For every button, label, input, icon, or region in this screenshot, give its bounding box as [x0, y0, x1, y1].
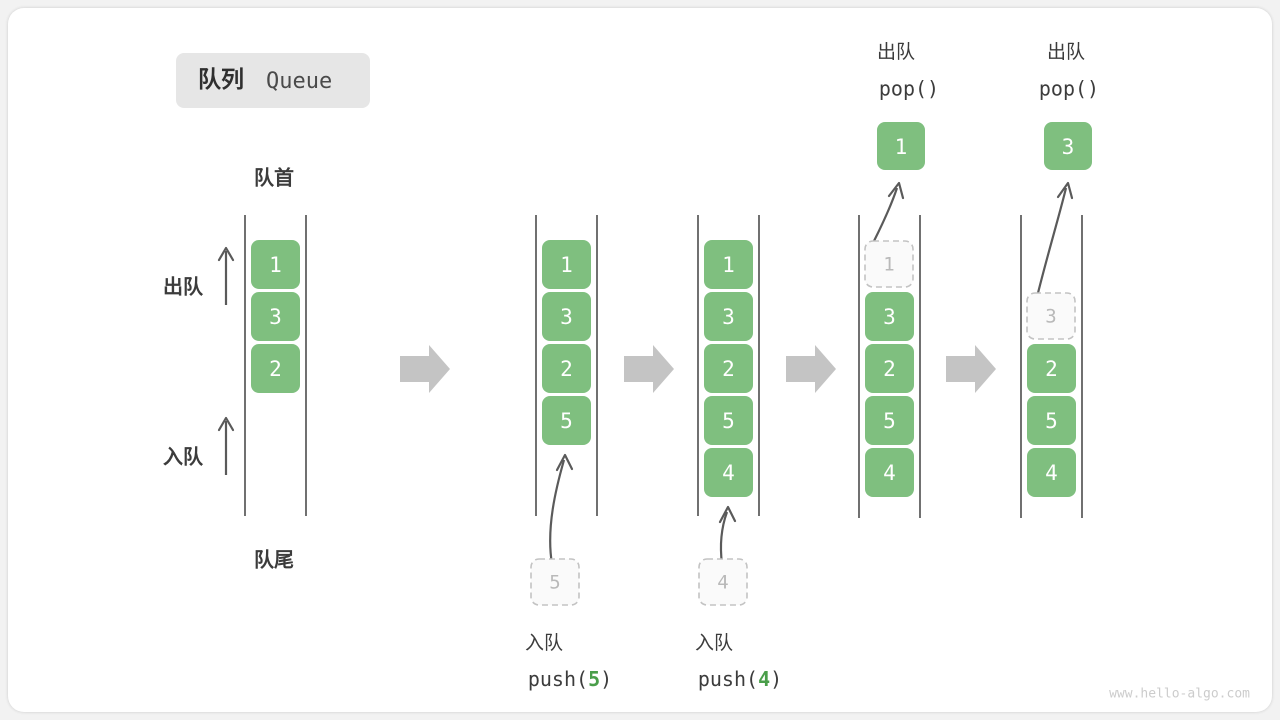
title-en: Queue: [266, 69, 332, 94]
queue-cell: 3: [251, 292, 300, 341]
queue-front-label: 队首: [254, 165, 294, 189]
queue-column-2: 1 3 2 5: [525, 215, 612, 691]
title-cn: 队列: [198, 66, 244, 92]
queue-cell-value: 3: [883, 305, 896, 329]
queue-column-5: 出队 pop() 3 3 2: [1020, 41, 1099, 518]
queue-cell: 3: [704, 292, 753, 341]
popped-cell-value: 1: [895, 135, 908, 159]
queue-cell-value: 2: [883, 357, 896, 381]
queue-cell: 3: [542, 292, 591, 341]
queue-cell: 1: [251, 240, 300, 289]
queue-cell-value: 1: [722, 253, 735, 277]
queue-rear-label: 队尾: [254, 547, 294, 571]
step-arrow-icon: [400, 345, 450, 393]
queue-cell-value: 3: [560, 305, 573, 329]
queue-cell: 2: [1027, 344, 1076, 393]
queue-cell: 2: [865, 344, 914, 393]
op-label-cn: 入队: [525, 632, 563, 654]
enqueue-label: 入队: [163, 444, 204, 468]
ghost-cell-value: 4: [717, 572, 728, 594]
queue-cell-value: 2: [1045, 357, 1058, 381]
queue-cell: 1: [542, 240, 591, 289]
op-push-value: 4: [758, 667, 770, 691]
ghost-cell-value: 5: [549, 572, 560, 594]
ghost-cell: 3: [1026, 292, 1076, 340]
dequeue-label-group: 出队: [163, 246, 235, 305]
queue-cell-value: 5: [883, 409, 896, 433]
queue-cell-value: 2: [269, 357, 282, 381]
push-arrow-icon: [549, 453, 574, 565]
op-label-cn: 出队: [877, 41, 915, 63]
enqueue-up-arrow-icon: [217, 416, 235, 475]
queue-column-3: 1 3 2 5 4: [695, 215, 782, 691]
op-pop-1-caption: 出队 pop(): [877, 41, 939, 100]
queue-cell-value: 3: [269, 305, 282, 329]
queue-diagram: 队列 Queue 队首 队尾 出队 入队: [163, 41, 1250, 702]
queue-cell-value: 5: [560, 409, 573, 433]
queue-cell-value: 3: [722, 305, 735, 329]
step-arrow-icon: [786, 345, 836, 393]
op-pop-3-caption: 出队 pop(): [1039, 41, 1099, 100]
ghost-cell-value: 3: [1045, 306, 1056, 328]
op-push-5-caption: 入队 push(5): [525, 632, 612, 690]
queue-cell: 1: [704, 240, 753, 289]
op-push-value: 5: [588, 667, 600, 691]
queue-cell: 2: [542, 344, 591, 393]
step-arrow-icon: [946, 345, 996, 393]
ghost-cell: 1: [864, 240, 914, 288]
queue-cell-value: 4: [722, 461, 735, 485]
queue-cell-value: 2: [722, 357, 735, 381]
enqueue-label-group: 入队: [163, 416, 235, 475]
popped-cell: 3: [1044, 122, 1092, 170]
dequeue-up-arrow-icon: [217, 246, 235, 305]
queue-column-4: 出队 pop() 1 1: [858, 41, 939, 518]
op-label-code: push(4): [698, 667, 782, 691]
step-arrow-icon: [624, 345, 674, 393]
op-label-code: pop(): [879, 77, 939, 101]
pop-arrow-icon: [1036, 181, 1074, 294]
op-label-code: push(5): [528, 667, 612, 691]
queue-cell-new: 4: [704, 448, 753, 497]
op-label-cn: 入队: [695, 632, 733, 654]
queue-cell-value: 1: [560, 253, 573, 277]
diagram-frame: 队列 Queue 队首 队尾 出队 入队: [8, 8, 1272, 712]
title-chip: 队列 Queue: [176, 53, 370, 108]
ghost-cell: 4: [698, 558, 748, 606]
queue-cell: 3: [865, 292, 914, 341]
queue-cell: 5: [704, 396, 753, 445]
popped-cell: 1: [877, 122, 925, 170]
queue-cell: 2: [704, 344, 753, 393]
dequeue-label: 出队: [163, 274, 204, 298]
op-push-4-caption: 入队 push(4): [695, 632, 782, 690]
queue-cell: 4: [865, 448, 914, 497]
queue-cell-value: 4: [883, 461, 896, 485]
push-arrow-icon: [718, 505, 737, 565]
queue-cell-value: 4: [1045, 461, 1058, 485]
queue-cell-value: 5: [1045, 409, 1058, 433]
ghost-cell: 5: [530, 558, 580, 606]
pop-arrow-icon: [873, 181, 905, 242]
queue-cell: 5: [865, 396, 914, 445]
queue-cell-new: 5: [542, 396, 591, 445]
popped-cell-value: 3: [1062, 135, 1075, 159]
queue-cell: 2: [251, 344, 300, 393]
ghost-cell-value: 1: [883, 254, 894, 276]
queue-cell-value: 5: [722, 409, 735, 433]
op-label-cn: 出队: [1047, 41, 1085, 63]
queue-cell: 5: [1027, 396, 1076, 445]
queue-cell-value: 2: [560, 357, 573, 381]
op-label-code: pop(): [1039, 77, 1099, 101]
watermark: www.hello-algo.com: [1109, 687, 1250, 702]
queue-column-1: 1 3 2: [244, 215, 307, 516]
queue-cell: 4: [1027, 448, 1076, 497]
queue-cell-value: 1: [269, 253, 282, 277]
